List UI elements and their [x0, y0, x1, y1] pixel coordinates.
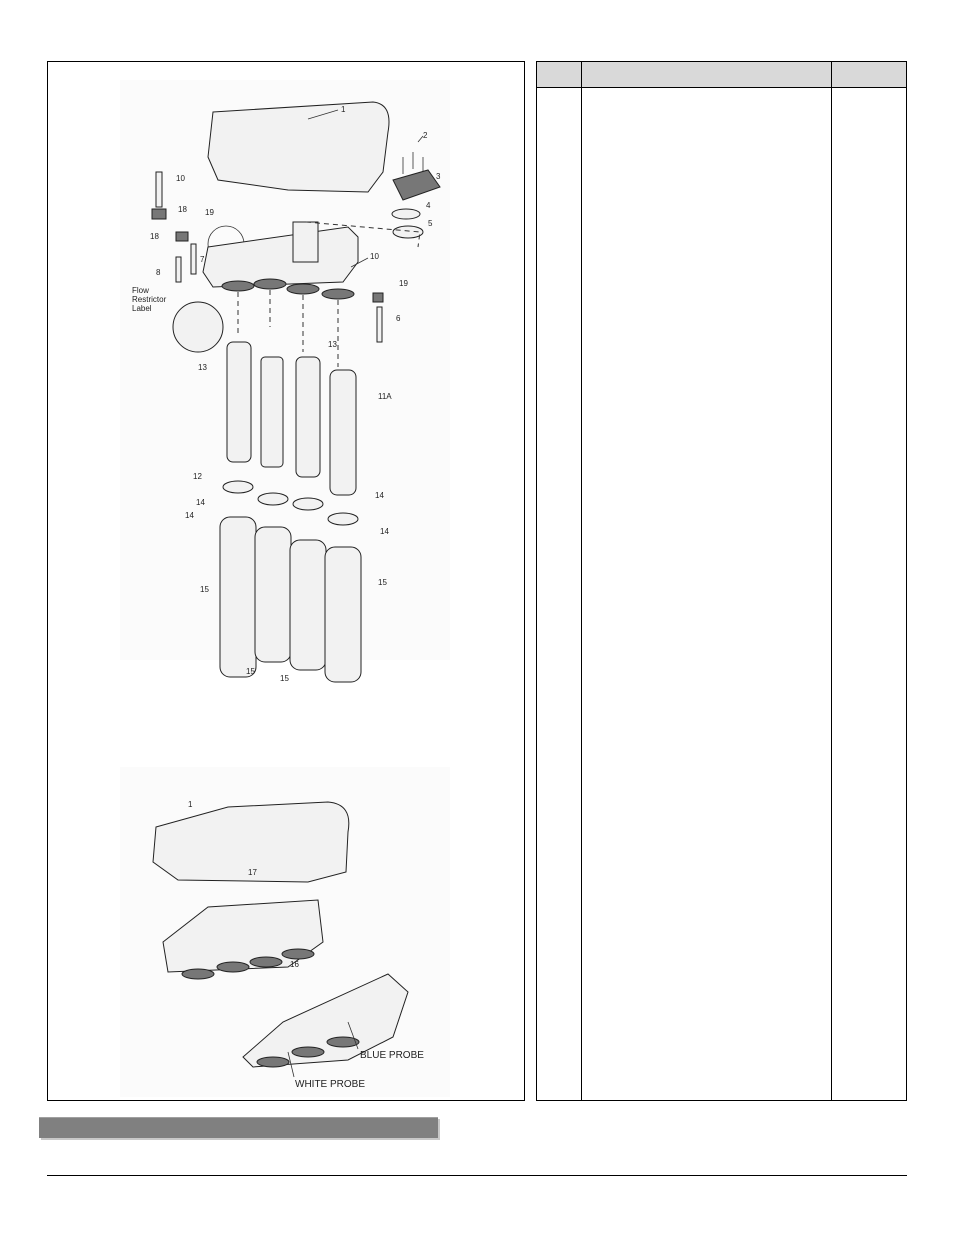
housing-15a — [219, 516, 257, 678]
port-3 — [286, 283, 320, 295]
callout-13b: 13 — [328, 340, 337, 349]
lower-port-1 — [181, 968, 215, 980]
callout-8: 10 — [176, 174, 185, 183]
tube-8-part — [155, 171, 163, 208]
manifold-head-part — [202, 226, 359, 288]
fitting-19b-part — [372, 292, 384, 303]
cartridge-12 — [260, 356, 284, 468]
ring-nut-part — [392, 225, 424, 239]
white-probe-label: WHITE PROBE — [295, 1079, 365, 1090]
callout-15c: 15 — [280, 674, 289, 683]
tube-7-part — [190, 243, 197, 275]
callout-13a: 13 — [198, 363, 207, 372]
port-4 — [321, 288, 355, 300]
callout-1: 1 — [341, 105, 346, 114]
probe-view-port-2 — [291, 1046, 325, 1058]
callout-10: 10 — [370, 252, 379, 261]
callout-15b: 15 — [246, 667, 255, 676]
cover-part — [207, 101, 390, 193]
callout-15a: 15 — [200, 585, 209, 594]
oring-14d — [327, 512, 359, 526]
callout-5: 5 — [428, 219, 433, 228]
callout-15d: 15 — [378, 578, 387, 587]
housing-15d — [324, 546, 362, 683]
cartridge-13a — [226, 341, 252, 463]
section-heading-bar — [39, 1117, 438, 1138]
exploded-diagram-panel: 1 2 3 4 5 10 18 19 18 7 8 — [47, 61, 525, 1101]
housing-15c — [289, 539, 327, 671]
port-2 — [253, 278, 287, 290]
callout-14d: 14 — [380, 527, 389, 536]
flow-restrictor-text-1: Flow — [132, 286, 149, 295]
lower-port-2 — [216, 961, 250, 973]
parts-list-table — [536, 61, 907, 1101]
exploded-view-drawing: 1 2 3 4 5 10 18 19 18 7 8 — [120, 80, 450, 1097]
oring-14b — [257, 492, 289, 506]
flow-restrictor-text-3: Label — [132, 304, 152, 313]
cartridge-13b — [295, 356, 321, 478]
callout-19b: 19 — [399, 279, 408, 288]
oring-14c — [292, 497, 324, 511]
blue-probe-label: BLUE PROBE — [360, 1050, 424, 1061]
cartridge-11a — [329, 369, 357, 496]
callout-4: 4 — [426, 201, 431, 210]
callout-14a: 14 — [196, 498, 205, 507]
flow-restrictor-text-2: Restrictor — [132, 295, 167, 304]
fitting-18-part — [151, 208, 167, 220]
column-divider-1 — [581, 62, 582, 1100]
tube-6-part — [376, 306, 383, 343]
lower-port-4 — [281, 948, 315, 960]
callout-18a: 18 — [178, 205, 187, 214]
oring-14a — [222, 480, 254, 494]
fitting-18b-part — [175, 231, 189, 242]
callout-16: 16 — [290, 960, 299, 969]
table-header-row — [537, 62, 906, 88]
manifold-center-post — [292, 221, 319, 263]
callout-7: 7 — [200, 255, 205, 264]
callout-18b: 18 — [150, 232, 159, 241]
column-divider-2 — [831, 62, 832, 1100]
callout-12: 12 — [193, 472, 202, 481]
callout-17: 17 — [248, 868, 257, 877]
restrictor-detail-circle — [172, 301, 224, 353]
callout-19a: 19 — [205, 208, 214, 217]
housing-15b — [254, 526, 292, 663]
callout-14c: 14 — [375, 491, 384, 500]
cover-part-lower — [152, 801, 350, 883]
callout-11a: 11A — [378, 392, 392, 401]
lower-port-3 — [249, 956, 283, 968]
footer-divider — [47, 1175, 907, 1176]
probe-view-port-1 — [256, 1056, 290, 1068]
callout-14b: 14 — [185, 511, 194, 520]
probe-view-port-3 — [326, 1036, 360, 1048]
callout-6: 6 — [396, 314, 401, 323]
callout-3: 3 — [436, 172, 441, 181]
oring-part — [391, 208, 421, 220]
plate-part — [392, 169, 441, 201]
tube-9-part — [175, 256, 182, 283]
callout-9: 8 — [156, 268, 161, 277]
callout-2: 2 — [423, 131, 428, 140]
port-1 — [221, 280, 255, 292]
callout-1-lower: 1 — [188, 800, 193, 809]
